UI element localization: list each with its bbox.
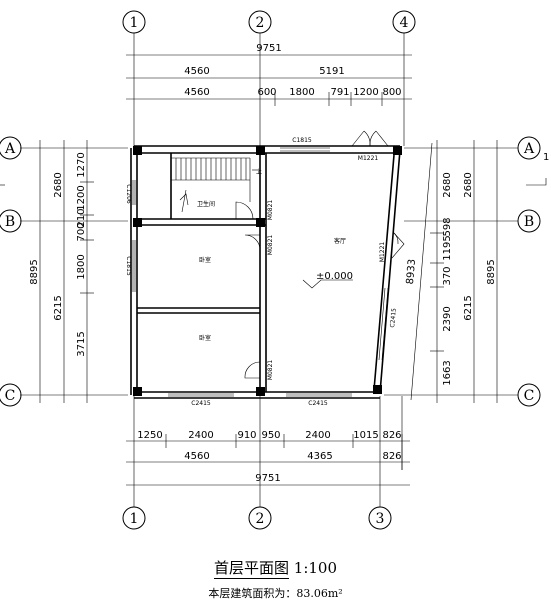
area-note: 本层建筑面积为：83.06m² <box>208 587 343 600</box>
drawing-title: 首层平面图 1:100 <box>0 557 551 579</box>
dim-top: 9751 4560 5191 4560 600 1800 791 1200 80… <box>126 43 412 106</box>
dim-top-detail-5: 1200 <box>353 87 378 98</box>
room-labels: 卫生间 卧室 卧室 客厅 <box>197 200 346 342</box>
grid-axis-right: A B C <box>517 136 541 407</box>
dim-top-detail-4: 791 <box>330 87 349 98</box>
dim-right-mid-1: 2680 <box>463 172 474 197</box>
label-m1221-right: M1221 <box>379 242 386 263</box>
axis-label-bottom-2: 2 <box>256 511 265 527</box>
windows: C1815 C1206 C1815 C2415 C2415 C2415 <box>125 137 398 407</box>
columns <box>133 146 402 396</box>
walls <box>130 145 401 399</box>
dim-bottom-detail-3: 910 <box>237 430 256 441</box>
axis-label-right-a: A <box>523 141 535 157</box>
staircase: 上 <box>171 157 262 213</box>
dim-left-inner-3: 210 <box>76 208 87 227</box>
axis-label-left-b: B <box>5 214 15 230</box>
label-c2415-bottom-right: C2415 <box>308 400 328 407</box>
dim-bottom-detail-7: 826 <box>382 430 401 441</box>
axis-label-left-c: C <box>5 388 16 404</box>
drawing-title-scale: 1:100 <box>293 559 338 577</box>
axis-label-bottom-1: 1 <box>130 511 139 527</box>
dim-left-mid-2: 6215 <box>53 295 64 320</box>
room-bedroom-1: 卧室 <box>199 256 211 264</box>
dim-right-outer: 8895 <box>486 259 497 284</box>
grid-axis-top: 1 2 4 <box>122 10 416 34</box>
axis-label-top-2: 2 <box>256 15 265 31</box>
dim-right-inner-4: 370 <box>442 266 453 285</box>
dim-top-detail-2: 600 <box>257 87 276 98</box>
axis-label-top-4: 4 <box>400 15 409 31</box>
grid-axis-left: A B C <box>0 136 22 407</box>
dim-right-mid-2: 6215 <box>463 295 474 320</box>
dim-bottom: 1250 2400 910 950 2400 1015 826 4560 436… <box>126 430 410 486</box>
dim-bottom-mid-1: 4560 <box>184 451 209 462</box>
dim-left-inner-2: 1200 <box>76 185 87 210</box>
dim-bottom-detail-2: 2400 <box>188 430 213 441</box>
dim-right-diagonal: 8933 <box>405 259 418 285</box>
label-c1206: C1206 <box>125 184 132 204</box>
stair-up-label: 上 <box>256 168 262 176</box>
axis-label-left-a: A <box>4 141 16 157</box>
dim-right-inner-3: 1195 <box>442 235 453 260</box>
dim-bottom-mid-2: 4365 <box>307 451 332 462</box>
section-mark: 1 <box>0 152 549 186</box>
grid-axis-bottom: 1 2 3 <box>122 506 392 530</box>
elevation-mark: ±0.000 <box>302 271 353 289</box>
dim-bottom-detail-1: 1250 <box>137 430 162 441</box>
dim-top-mid-1: 4560 <box>184 66 209 77</box>
dim-top-detail-1: 4560 <box>184 87 209 98</box>
dim-left-inner-6: 3715 <box>76 331 87 356</box>
elevation-text: ±0.000 <box>316 271 353 282</box>
label-m1221-top: M1221 <box>358 155 379 162</box>
dim-top-detail-3: 1800 <box>289 87 314 98</box>
room-bedroom-2: 卧室 <box>199 334 211 342</box>
label-c1815-left: C1815 <box>125 256 132 276</box>
axis-label-top-1: 1 <box>130 15 139 31</box>
label-m0821-bed1: M0821 <box>267 235 274 256</box>
dim-top-total: 9751 <box>256 43 281 54</box>
dim-top-detail-6: 800 <box>382 87 401 98</box>
label-m0821-wc: M0821 <box>267 200 274 221</box>
dim-left: 8895 2680 6215 1270 1200 210 700 1800 37… <box>20 140 128 403</box>
drawing-title-name: 首层平面图 <box>213 559 289 579</box>
axis-label-right-c: C <box>524 388 535 404</box>
label-c1815-top: C1815 <box>292 137 312 144</box>
dim-bottom-detail-6: 1015 <box>353 430 378 441</box>
dim-left-mid-1: 2680 <box>53 172 64 197</box>
room-wc: 卫生间 <box>197 200 215 208</box>
dim-top-mid-2: 5191 <box>319 66 344 77</box>
dim-right-inner-5: 2390 <box>442 306 453 331</box>
dim-right: 2680 598 1195 370 2390 1663 8933 2680 62… <box>384 140 518 403</box>
room-living: 客厅 <box>334 237 346 245</box>
label-m0821-bed2: M0821 <box>267 360 274 381</box>
label-c2415-right: C2415 <box>389 308 398 328</box>
label-c2415-bottom-left: C2415 <box>191 400 211 407</box>
dim-left-inner-1: 1270 <box>76 152 87 177</box>
dim-right-inner-1: 2680 <box>442 172 453 197</box>
dim-right-inner-6: 1663 <box>442 360 453 385</box>
axis-label-right-b: B <box>524 214 534 230</box>
dim-bottom-mid-3: 826 <box>382 451 401 462</box>
dim-bottom-detail-5: 2400 <box>305 430 330 441</box>
dim-left-inner-4: 700 <box>76 222 87 241</box>
doors: M1221 M0821 M0821 M1221 M0821 <box>235 130 405 381</box>
dim-left-inner-5: 1800 <box>76 254 87 279</box>
dim-bottom-total: 9751 <box>255 473 280 484</box>
axis-label-bottom-3: 3 <box>376 511 385 527</box>
dim-left-outer: 8895 <box>29 259 40 284</box>
dim-right-inner-2: 598 <box>442 217 453 236</box>
dim-bottom-detail-4: 950 <box>261 430 280 441</box>
section-mark-label: 1 <box>543 152 549 163</box>
